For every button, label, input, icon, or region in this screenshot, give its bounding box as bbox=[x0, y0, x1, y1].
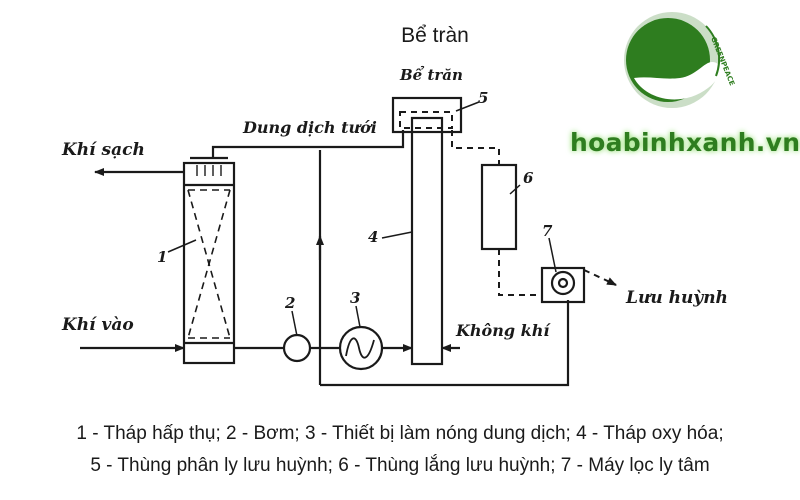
site-name: hoabinhxanh.vn bbox=[570, 128, 800, 157]
caption: 1 - Tháp hấp thụ; 2 - Bơm; 3 - Thiết bị … bbox=[0, 418, 800, 482]
number-3: 3 bbox=[350, 289, 360, 307]
number-6: 6 bbox=[523, 169, 534, 187]
caption-line-2: 5 - Thùng phân ly lưu huỳnh; 6 - Thùng l… bbox=[90, 455, 710, 476]
number-7: 7 bbox=[542, 222, 553, 240]
caption-line-1: 1 - Tháp hấp thụ; 2 - Bơm; 3 - Thiết bị … bbox=[76, 423, 724, 444]
centrifuge-filter bbox=[540, 266, 586, 304]
air-label: Không khí bbox=[455, 321, 551, 340]
irrigation-pipe bbox=[211, 130, 405, 158]
overflow-tank-label: Bể trăn bbox=[399, 66, 463, 84]
brand-logo: GREENPEACE bbox=[624, 12, 736, 108]
pump bbox=[282, 333, 312, 363]
overflow-tank-title: Bể tràn bbox=[401, 24, 469, 47]
absorption-tower bbox=[182, 161, 236, 365]
clean-gas-label: Khí sạch bbox=[61, 140, 145, 160]
number-2: 2 bbox=[284, 294, 295, 312]
heater bbox=[338, 325, 384, 371]
oxidation-tower bbox=[410, 116, 444, 366]
number-4: 4 bbox=[368, 228, 378, 246]
sulfur-label: Lưu huỳnh bbox=[625, 288, 728, 308]
number-5: 5 bbox=[478, 89, 488, 107]
irrigation-solution-label: Dung dịch tưới bbox=[242, 118, 377, 137]
settling-tank bbox=[480, 163, 518, 251]
gas-in-label: Khí vào bbox=[61, 315, 134, 335]
overflow-separator-tank bbox=[391, 96, 463, 134]
number-1: 1 bbox=[157, 248, 167, 266]
